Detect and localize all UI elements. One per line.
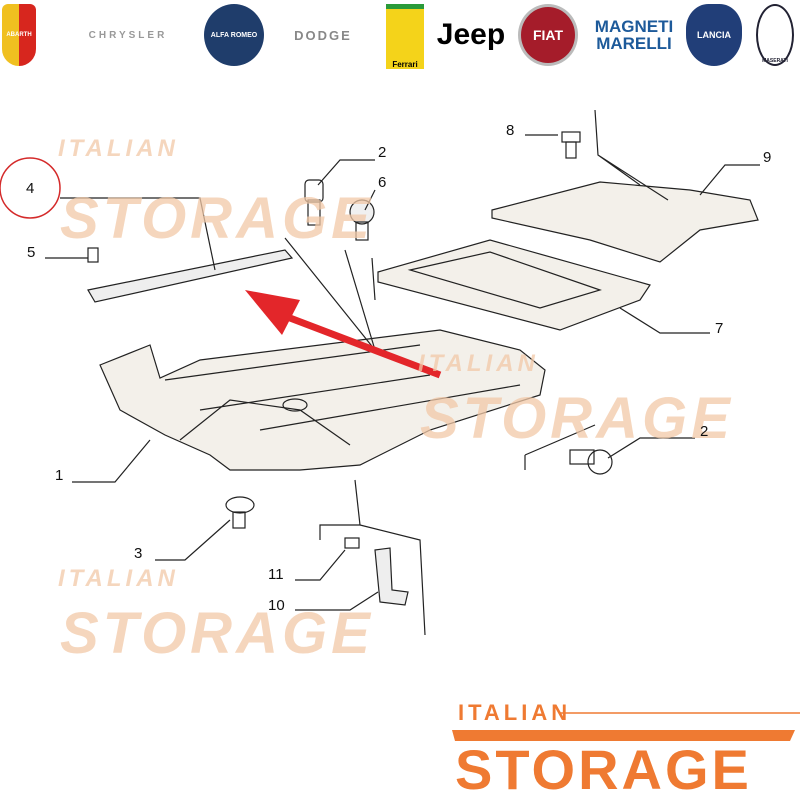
chrysler-logo: CHRYSLER (88, 29, 168, 41)
callout-2-right: 2 (700, 423, 709, 440)
watermark-bottom-line2: STORAGE (60, 601, 374, 666)
jeep-logo: Jeep (436, 18, 506, 51)
callout-3: 3 (134, 545, 143, 562)
leader-lines (45, 109, 760, 636)
brand-bar (452, 730, 795, 741)
callout-8: 8 (506, 122, 515, 139)
sill-trim (87, 249, 294, 303)
maserati-logo: MASERATI (756, 4, 794, 66)
callout-1: 1 (55, 467, 64, 484)
red-arrow-icon (245, 290, 442, 379)
dodge-logo: DODGE (294, 27, 352, 43)
watermark-top-line1: ITALIAN (58, 135, 179, 162)
callout-9: 9 (763, 149, 772, 166)
brand-logos-bar: ABARTH CHRYSLER ALFA ROMEO DODGE Ferrari… (0, 0, 800, 75)
callout-10: 10 (268, 597, 285, 614)
alfa-romeo-logo: ALFA ROMEO (204, 4, 264, 66)
clips (87, 131, 613, 606)
callout-11: 11 (268, 566, 284, 583)
abarth-logo: ABARTH (2, 4, 36, 66)
callout-6: 6 (378, 174, 387, 191)
callout-7: 7 (715, 320, 724, 337)
callout-4: 4 (26, 180, 35, 197)
highlight-circle (0, 157, 61, 219)
magneti-marelli-logo: MAGNETI MARELLI (594, 17, 674, 53)
callout-5: 5 (27, 244, 36, 261)
floor-mat-front (491, 181, 759, 263)
watermark-mid-line2: STORAGE (420, 386, 734, 451)
ferrari-logo: Ferrari (386, 4, 424, 69)
callout-2-top: 2 (378, 144, 387, 161)
watermark-top-line2: STORAGE (60, 186, 374, 251)
floor-pan (99, 329, 546, 471)
floor-mat-rear (377, 239, 651, 331)
lancia-logo: LANCIA (686, 4, 742, 66)
brand-logo-line2: STORAGE (455, 738, 752, 801)
fiat-logo: FIAT (518, 4, 578, 66)
watermark-bottom-line1: ITALIAN (58, 565, 179, 592)
watermark-mid-line1: ITALIAN (418, 350, 539, 377)
brand-logo-line1: ITALIAN (458, 700, 572, 725)
